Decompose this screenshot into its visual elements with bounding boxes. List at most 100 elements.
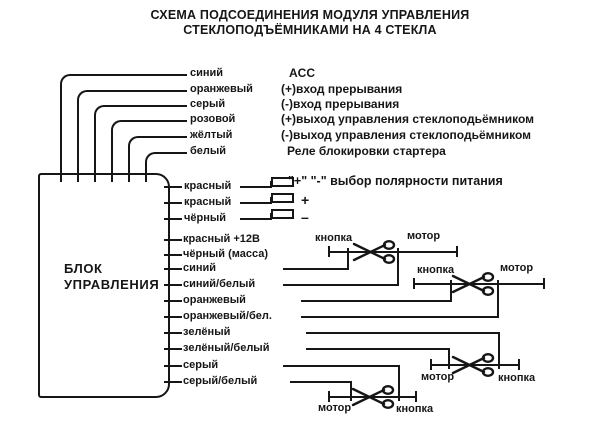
circuit1-end-tick bbox=[456, 246, 458, 257]
circuit3-switch-wire bbox=[430, 364, 520, 366]
connector-terminal-icon bbox=[271, 193, 294, 203]
desc-output-plus: (+)выход управления стеклоподьёмником bbox=[281, 112, 535, 126]
circuit1-motor-label: мотор bbox=[407, 230, 441, 242]
wire-gray-hook bbox=[94, 105, 187, 182]
wire-stub bbox=[164, 365, 182, 367]
wire-blue-hook bbox=[60, 74, 187, 182]
wire-yellow-hook bbox=[128, 136, 187, 182]
circuit3-button-label: кнопка bbox=[498, 372, 536, 384]
wire-stub bbox=[164, 239, 182, 241]
wire-red2-lead bbox=[240, 202, 272, 204]
wire-red1-stub bbox=[164, 186, 182, 188]
circuit2-switch-wire bbox=[413, 283, 545, 285]
wire-gray-drop bbox=[398, 365, 400, 401]
circuit4-button-label: кнопка bbox=[396, 403, 434, 415]
wire-green-white-run bbox=[306, 348, 450, 350]
wire-gray-white-run bbox=[290, 381, 352, 383]
circuit3-end-tick bbox=[518, 359, 520, 370]
page-title: СХЕМА ПОДСОЕДИНЕНИЯ МОДУЛЯ УПРАВЛЕНИЯ СТ… bbox=[10, 8, 600, 38]
wire-green-run bbox=[306, 332, 500, 334]
wire-blue-run bbox=[283, 268, 349, 270]
wire-green-white-drop bbox=[448, 348, 450, 369]
control-unit-line-2: УПРАВЛЕНИЯ bbox=[64, 277, 160, 292]
wire-stub bbox=[164, 284, 182, 286]
scissors-cut-icon bbox=[451, 353, 495, 377]
desc-starter-relay: Реле блокировки стартера bbox=[287, 144, 446, 158]
wire-gray-run bbox=[283, 365, 400, 367]
wire-blue-white-run bbox=[283, 284, 399, 286]
wire-label-red-2: красный bbox=[184, 196, 232, 208]
circuit2-end-tick bbox=[543, 278, 545, 289]
scissors-cut-icon bbox=[451, 272, 495, 296]
wire-orange-run bbox=[301, 300, 452, 302]
circuit3-motor-label: мотор bbox=[421, 371, 455, 383]
scissors-cut-icon bbox=[351, 385, 395, 409]
circuit2-button-label: кнопка bbox=[417, 264, 455, 276]
wire-stub bbox=[164, 348, 182, 350]
circuit1-switch-wire bbox=[328, 251, 458, 253]
circuit1-button-label: кнопка bbox=[315, 232, 353, 244]
wire-label-black-ground: чёрный (масса) bbox=[183, 248, 269, 260]
wire-stub bbox=[164, 300, 182, 302]
title-line-1: СХЕМА ПОДСОЕДИНЕНИЯ МОДУЛЯ УПРАВЛЕНИЯ bbox=[150, 8, 470, 22]
wire-label-blue: синий bbox=[190, 67, 224, 79]
wire-red2-stub bbox=[164, 202, 182, 204]
wire-label-yellow: жёлтый bbox=[190, 129, 233, 141]
wire-label-blue-white: синий/белый bbox=[183, 278, 256, 290]
circuit2-motor-label: мотор bbox=[500, 262, 534, 274]
wire-stub bbox=[164, 254, 182, 256]
circuit4-end-tick bbox=[328, 391, 330, 402]
circuit4-switch-wire bbox=[328, 396, 417, 398]
wire-label-red-1: красный bbox=[184, 180, 232, 192]
circuit4-motor-label: мотор bbox=[318, 402, 352, 414]
wire-label-white: белый bbox=[190, 145, 227, 157]
wire-pink-hook bbox=[111, 120, 187, 182]
control-unit-label: БЛОК УПРАВЛЕНИЯ bbox=[64, 261, 159, 293]
wire-stub bbox=[164, 332, 182, 334]
wire-label-pink: розовой bbox=[190, 113, 236, 125]
wire-white-hook bbox=[145, 152, 187, 182]
connector-terminal-icon bbox=[271, 209, 294, 219]
title-line-2: СТЕКЛОПОДЪЁМНИКАМИ НА 4 СТЕКЛА bbox=[183, 23, 437, 37]
wire-black-lead bbox=[240, 218, 272, 220]
connector-terminal-icon bbox=[271, 177, 294, 187]
desc-interrupt-minus: (-)вход прерывания bbox=[281, 97, 400, 111]
scissors-cut-icon bbox=[352, 240, 396, 264]
desc-interrupt-plus: (+)вход прерывания bbox=[281, 82, 403, 96]
desc-output-minus: (-)выход управления стеклоподьёмником bbox=[281, 128, 532, 142]
wire-orange-white-drop bbox=[497, 280, 499, 318]
wire-orange-white-run bbox=[301, 316, 499, 318]
wire-label-green-white: зелёный/белый bbox=[183, 342, 270, 354]
wire-label-orange: оранжевый bbox=[190, 83, 253, 95]
wire-label-gray-white: серый/белый bbox=[183, 375, 258, 387]
wire-label-orange-out: оранжевый bbox=[183, 294, 246, 306]
wire-stub bbox=[164, 381, 182, 383]
wire-label-black: чёрный bbox=[184, 212, 227, 224]
wire-label-gray-out: серый bbox=[183, 359, 219, 371]
control-unit-line-1: БЛОК bbox=[64, 261, 103, 276]
wire-label-gray: серый bbox=[190, 98, 226, 110]
wire-stub bbox=[164, 268, 182, 270]
wire-label-red-12v: красный +12В bbox=[183, 233, 260, 245]
wire-label-blue-out: синий bbox=[183, 262, 217, 274]
wire-black-stub bbox=[164, 218, 182, 220]
circuit4-end-tick bbox=[415, 391, 417, 402]
wire-orange-hook bbox=[77, 90, 187, 182]
minus-sign: – bbox=[301, 209, 309, 225]
circuit3-end-tick bbox=[430, 359, 432, 370]
polarity-header: "+" "-" выбор полярности питания bbox=[288, 174, 503, 188]
wire-orange-drop bbox=[450, 280, 452, 302]
wire-blue-drop bbox=[347, 248, 349, 270]
circuit1-end-tick bbox=[328, 246, 330, 257]
control-unit-box bbox=[38, 173, 170, 398]
wire-label-green: зелёный bbox=[183, 326, 231, 338]
plus-sign: + bbox=[301, 192, 310, 208]
wire-green-drop bbox=[498, 332, 500, 369]
wire-blue-white-drop bbox=[397, 248, 399, 286]
wire-red1-lead bbox=[240, 186, 272, 188]
wire-label-orange-white: оранжевый/бел. bbox=[183, 310, 272, 322]
desc-acc: ACC bbox=[289, 66, 315, 80]
circuit2-end-tick bbox=[413, 278, 415, 289]
wire-stub bbox=[164, 316, 182, 318]
